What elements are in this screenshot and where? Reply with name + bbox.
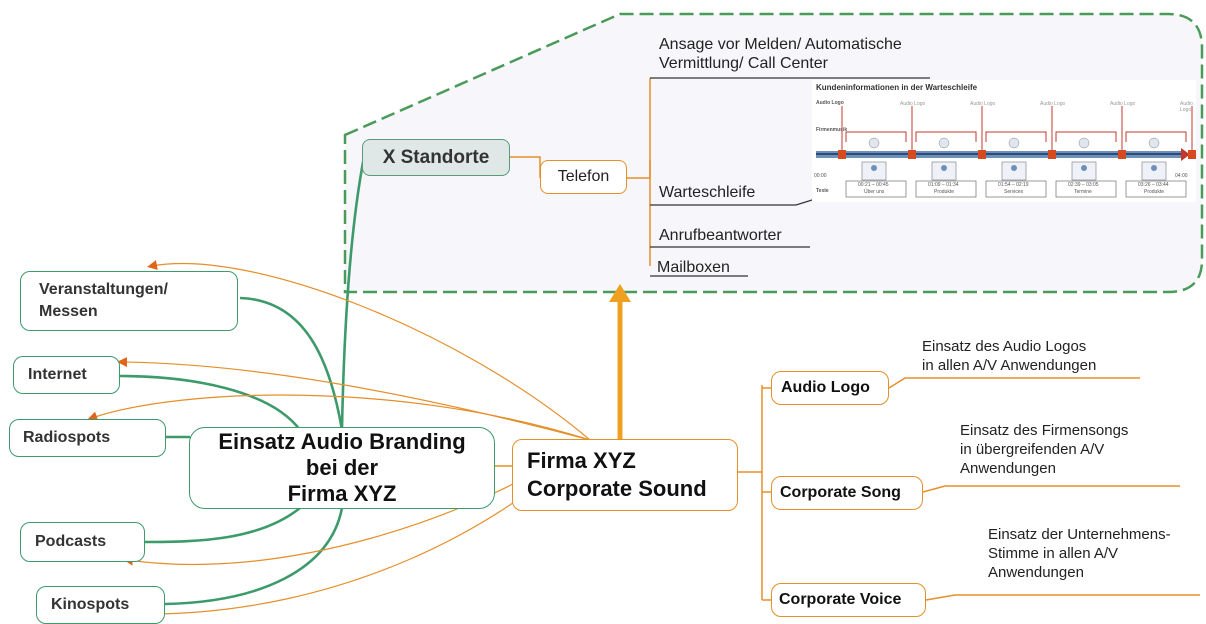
segment-box <box>915 180 977 198</box>
node-corporate-voice-label: Corporate Voice <box>779 591 902 608</box>
speaker-icon <box>941 165 947 171</box>
segment-topic: Services <box>1004 189 1024 195</box>
segment-time: 01:54 – 02:19 <box>998 182 1029 188</box>
audio-logo-marker <box>838 150 846 159</box>
link-central-kinospots <box>164 507 344 606</box>
music-note-icon <box>938 137 950 149</box>
standorte-item-ansage: Ansage vor Melden/ Automatische Vermittl… <box>659 36 902 72</box>
speaker-icon <box>871 165 877 171</box>
music-note-icon <box>868 137 880 149</box>
node-corporate-voice[interactable]: Corporate Voice <box>771 583 926 617</box>
node-podcasts-label: Podcasts <box>35 533 107 550</box>
link-central-internet <box>119 374 302 431</box>
desc-corporate-voice: Einsatz der Unternehmens- Stimme in alle… <box>988 526 1171 581</box>
link-central-standorte <box>340 156 366 429</box>
audio-logo-tick-label: Audio Logo <box>1040 101 1066 107</box>
audio-logo-tick-label: Audio Logo <box>1110 101 1136 107</box>
audio-logo-row-label: Audio Logo <box>816 100 844 106</box>
arrow-to-radiospots <box>87 394 591 441</box>
segment-topic: Produkte <box>1144 189 1165 195</box>
audio-logo-marker <box>978 150 986 159</box>
central-topic-label: Einsatz Audio Branding bei der Firma XYZ <box>218 429 466 506</box>
music-note-icon <box>1008 137 1020 149</box>
node-kinospots[interactable]: Kinospots <box>36 586 165 624</box>
segment-time: 01:09 – 01:34 <box>928 182 959 188</box>
telefon-label: Telefon <box>557 168 610 185</box>
firmenmusik-bracket <box>915 131 977 142</box>
start-time: 00:00 <box>814 173 827 179</box>
node-kinospots-label: Kinospots <box>51 596 130 613</box>
segment-time: 03:26 – 03:44 <box>1138 182 1169 188</box>
segment-box <box>845 180 907 198</box>
segment-time: 00:21 – 00:45 <box>858 182 889 188</box>
node-corporate-song-label: Corporate Song <box>780 484 901 501</box>
standorte-item-anrufbeantworter: Anrufbeantworter <box>659 227 782 244</box>
audio-logo-tick-label: Audio Logo <box>900 101 926 107</box>
node-internet[interactable]: Internet <box>13 356 120 394</box>
segment-box <box>1055 180 1117 198</box>
arrow-to-veranstaltungen <box>147 260 591 441</box>
timeline-arrow <box>1181 148 1190 161</box>
link-central-podcasts <box>144 506 301 544</box>
firmenmusik-bracket <box>1125 131 1187 142</box>
firma-node[interactable]: Firma XYZ Corporate Sound <box>512 439 738 511</box>
speaker-icon <box>1011 165 1017 171</box>
firmenmusik-bracket <box>985 131 1047 142</box>
chart-title: Kundeninformationen in der Warteschleife <box>816 83 978 92</box>
audio-logo-marker <box>1048 150 1056 159</box>
node-audio-logo-label: Audio Logo <box>781 379 870 396</box>
segment-topic: Produkte <box>934 189 955 195</box>
end-time: 04:00 <box>1175 173 1188 179</box>
segment-topic: Über uns <box>864 189 885 195</box>
segment-time: 02:39 – 03:05 <box>1068 182 1099 188</box>
node-radiospots[interactable]: Radiospots <box>9 419 166 457</box>
node-veranstaltungen-label: Veranstaltungen/ Messen <box>39 281 168 320</box>
arrow-to-internet <box>117 357 591 441</box>
speaker-icon <box>1151 165 1157 171</box>
main-arrow-head <box>609 284 631 302</box>
node-corporate-song[interactable]: Corporate Song <box>771 476 923 510</box>
standorte-item-warteschleife: Warteschleife <box>659 184 756 201</box>
central-topic[interactable]: Einsatz Audio Branding bei der Firma XYZ <box>189 427 495 509</box>
segment-box <box>1125 180 1187 198</box>
desc-corporate-song: Einsatz des Firmensongs in übergreifende… <box>960 422 1129 477</box>
firma-label: Firma XYZ Corporate Sound <box>527 448 707 501</box>
chart-graphic <box>816 106 1196 198</box>
audio-logo-marker <box>1118 150 1126 159</box>
texte-row-label: Texte <box>816 188 829 194</box>
audio-logo-tick-label: Audio Logo <box>970 101 996 107</box>
music-note-icon <box>1148 137 1160 149</box>
firmenmusik-row-label: Firmenmusik <box>816 127 848 133</box>
segment-box <box>985 180 1047 198</box>
standorte-label: X Standorte <box>382 146 490 168</box>
warteschleife-chart: Kundeninformationen in der Warteschleife… <box>812 80 1196 202</box>
timeline-core <box>816 153 1182 155</box>
link-central-veranstaltungen <box>239 296 344 431</box>
segment-topic: Termine <box>1074 189 1092 195</box>
standorte-node[interactable]: X Standorte <box>362 139 510 176</box>
audio-logo-marker <box>908 150 916 159</box>
firmenmusik-bracket <box>1055 131 1117 142</box>
music-note-icon <box>1078 137 1090 149</box>
audio-logo-marker <box>1188 150 1196 159</box>
node-radiospots-label: Radiospots <box>23 429 111 446</box>
node-audio-logo[interactable]: Audio Logo <box>771 371 889 405</box>
firmenmusik-bracket <box>845 131 907 142</box>
node-podcasts[interactable]: Podcasts <box>20 522 145 562</box>
node-veranstaltungen[interactable]: Veranstaltungen/ Messen <box>20 271 238 331</box>
telefon-node[interactable]: Telefon <box>540 160 627 194</box>
audio-logo-tick-label: Audio Logo <box>1180 101 1193 113</box>
standorte-item-mailboxen: Mailboxen <box>657 259 730 276</box>
node-internet-label: Internet <box>28 366 87 383</box>
desc-audio-logo: Einsatz des Audio Logos in allen A/V Anw… <box>922 338 1097 374</box>
speaker-icon <box>1081 165 1087 171</box>
